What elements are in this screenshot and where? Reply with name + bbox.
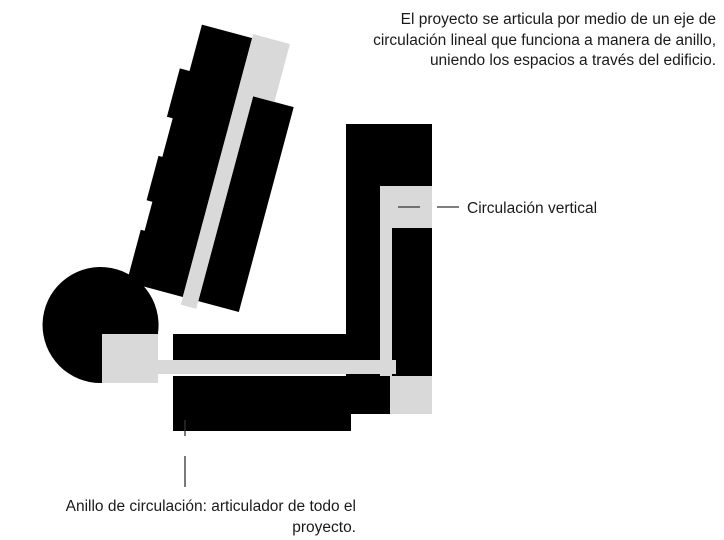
wing-block-3 bbox=[161, 114, 228, 176]
wing-corridor bbox=[180, 34, 269, 309]
ring-circulation bbox=[102, 186, 432, 414]
l-shaped-wing bbox=[173, 124, 432, 431]
wing-block-right bbox=[198, 96, 294, 312]
lower-mass-top bbox=[173, 334, 383, 360]
vertical-circulation-label: Circulación vertical bbox=[467, 200, 598, 217]
corner-stair-core bbox=[390, 376, 432, 414]
tilted-wing bbox=[126, 24, 294, 312]
project-description: El proyecto se articula por medio de un … bbox=[373, 11, 716, 69]
wing-block-2 bbox=[166, 68, 240, 133]
lower-mass-bottom bbox=[173, 376, 391, 414]
joint-node bbox=[102, 334, 158, 383]
ring-circulation-label: Anillo de circulación: articulador de to… bbox=[65, 498, 356, 536]
wing-block-6 bbox=[126, 229, 197, 297]
corridor-horizontal bbox=[156, 360, 396, 374]
leader-lines bbox=[184, 206, 459, 487]
wing-block-1 bbox=[188, 24, 253, 89]
lower-mass-base bbox=[173, 414, 351, 431]
corridor-vertical bbox=[380, 186, 392, 376]
wing-corridor-head bbox=[237, 34, 290, 103]
